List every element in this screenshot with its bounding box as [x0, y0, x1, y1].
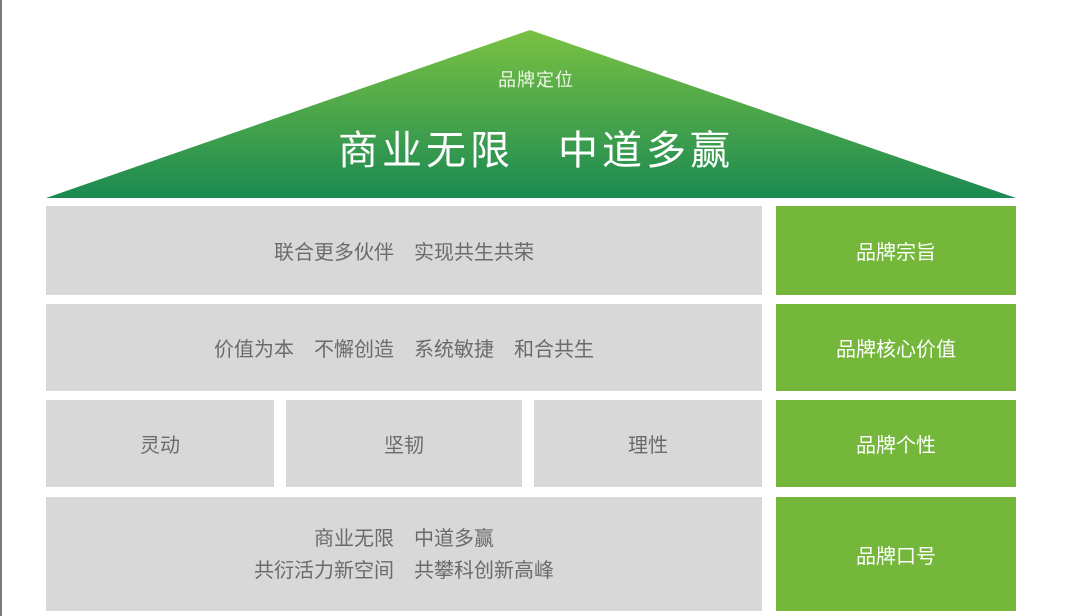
personality-rational: 理性 [534, 400, 762, 487]
slogan-line-2: 共衍活力新空间 共攀科创新高峰 [254, 558, 554, 582]
brand-mission-label: 品牌宗旨 [776, 206, 1016, 295]
left-border [0, 0, 2, 616]
brand-core-values-label: 品牌核心价值 [776, 304, 1016, 391]
personality-resilient: 坚韧 [286, 400, 522, 487]
brand-personality-label: 品牌个性 [776, 400, 1016, 487]
brand-positioning-label: 品牌定位 [498, 70, 574, 91]
slogan-line-1: 商业无限 中道多赢 [314, 526, 494, 550]
roof-triangle [46, 30, 1016, 198]
personality-agile: 灵动 [46, 400, 274, 487]
brand-positioning-title: 商业无限 中道多赢 [338, 128, 734, 174]
brand-slogan-label: 品牌口号 [776, 497, 1016, 611]
brand-slogan-text: 商业无限 中道多赢 共衍活力新空间 共攀科创新高峰 [46, 497, 762, 611]
brand-core-values-text: 价值为本 不懈创造 系统敏捷 和合共生 [46, 304, 762, 391]
brand-mission-text: 联合更多伙伴 实现共生共荣 [46, 206, 762, 295]
